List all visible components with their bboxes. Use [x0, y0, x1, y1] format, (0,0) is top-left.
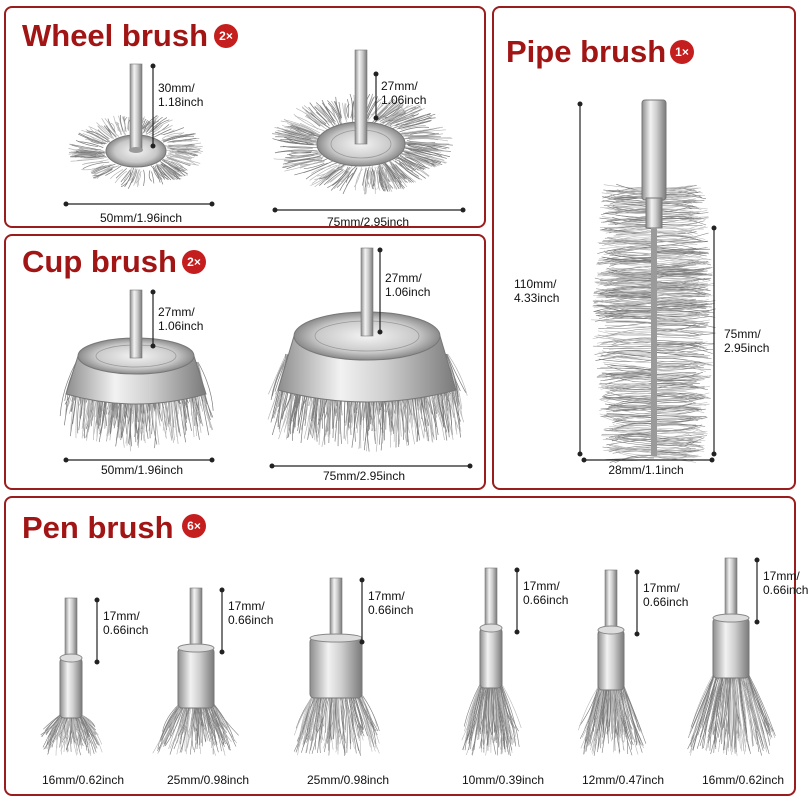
pen-brush-2-shank-label: 17mm/ 0.66inch	[228, 599, 274, 627]
wheel-brush-large	[261, 46, 471, 206]
pen-brush-1-width-label: 16mm/0.62inch	[41, 773, 125, 787]
wheel-brush-small	[56, 58, 216, 208]
wheel-brush-large-width-dim	[272, 206, 473, 216]
pen-brush-6-width-label: 16mm/0.62inch	[701, 773, 785, 787]
pipe-brush-image	[584, 98, 724, 468]
pen-brush-4-shank-dim	[513, 567, 523, 638]
pipe-brush-qty-badge: 1×	[670, 40, 694, 64]
pipe-brush-width-label: 28mm/1.1inch	[608, 463, 684, 477]
cup-brush-large-width-dim	[269, 462, 480, 472]
pen-brush-3-width-label: 25mm/0.98inch	[306, 773, 390, 787]
cup-brush-large-shank-label: 27mm/ 1.06inch	[385, 271, 431, 299]
cup-brush-small-shank-label: 27mm/ 1.06inch	[158, 305, 204, 333]
cup-brush-large-width-label: 75mm/2.95inch	[322, 469, 406, 483]
cup-brush-panel: Cup brush 2× 27mm/ 1.06inch 50mm/1.96inc…	[4, 234, 486, 490]
pipe-brush-total-dim	[576, 101, 586, 462]
pen-brush-1-shank-label: 17mm/ 0.66inch	[103, 609, 149, 637]
pen-brush-6	[686, 528, 796, 768]
cup-brush-title: Cup brush	[22, 244, 177, 279]
pen-brush-3	[291, 528, 401, 768]
pen-brush-2-shank-dim	[218, 587, 228, 658]
pen-brush-4-width-label: 10mm/0.39inch	[461, 773, 545, 787]
wheel-brush-small-width-dim	[63, 200, 224, 210]
wheel-brush-small-width-label: 50mm/1.96inch	[99, 211, 183, 225]
cup-brush-large-shank-dim	[376, 247, 386, 338]
pipe-brush-length-label: 75mm/ 2.95inch	[724, 327, 770, 355]
wheel-brush-panel: Wheel brush 2× 30mm/ 1.18inch 50mm/1.96i…	[4, 6, 486, 229]
cup-brush-small-shank-dim	[149, 289, 159, 350]
pen-brush-6-shank-label: 17mm/ 0.66inch	[763, 569, 808, 597]
pen-brush-5	[566, 528, 676, 768]
wheel-brush-small-shank-dim	[149, 63, 159, 154]
pipe-brush-total-label: 110mm/ 4.33inch	[514, 277, 560, 305]
wheel-brush-small-shank-label: 30mm/ 1.18inch	[158, 81, 204, 109]
pipe-brush-panel: Pipe brush 1× 110mm/ 4.33inch 75mm/ 2.95…	[492, 6, 796, 490]
pen-brush-5-width-label: 12mm/0.47inch	[581, 773, 665, 787]
pen-brush-3-shank-dim	[358, 577, 368, 648]
wheel-brush-large-width-label: 75mm/2.95inch	[326, 215, 410, 229]
pen-brush-5-shank-label: 17mm/ 0.66inch	[643, 581, 689, 609]
pipe-brush-length-dim	[710, 225, 720, 462]
cup-brush-small-width-dim	[63, 456, 224, 466]
pen-brush-1-shank-dim	[93, 597, 103, 668]
pen-brush-panel: Pen brush 6× 17mm/ 0.66inch 16mm/0.62inch…	[4, 496, 808, 796]
pen-brush-4-shank-label: 17mm/ 0.66inch	[523, 579, 569, 607]
pen-brush-title: Pen brush	[22, 510, 174, 545]
cup-brush-small-width-label: 50mm/1.96inch	[100, 463, 184, 477]
pen-brush-6-shank-dim	[753, 557, 763, 628]
pen-brush-2	[151, 528, 261, 768]
pipe-brush-title: Pipe brush	[506, 34, 667, 69]
wheel-brush-title: Wheel brush	[22, 18, 209, 53]
pen-brush-5-shank-dim	[633, 569, 643, 640]
wheel-brush-large-shank-dim	[372, 71, 382, 122]
pen-brush-1	[26, 528, 136, 768]
wheel-brush-large-shank-label: 27mm/ 1.06inch	[381, 79, 427, 107]
pen-brush-3-shank-label: 17mm/ 0.66inch	[368, 589, 414, 617]
pen-brush-2-width-label: 25mm/0.98inch	[166, 773, 250, 787]
wheel-brush-qty-badge: 2×	[214, 24, 238, 48]
pipe-brush-width-dim	[581, 456, 722, 466]
cup-brush-large	[264, 244, 474, 460]
cup-brush-small	[56, 282, 216, 462]
pen-brush-qty-badge: 6×	[182, 514, 206, 538]
pen-brush-4	[446, 528, 556, 768]
cup-brush-qty-badge: 2×	[182, 250, 206, 274]
